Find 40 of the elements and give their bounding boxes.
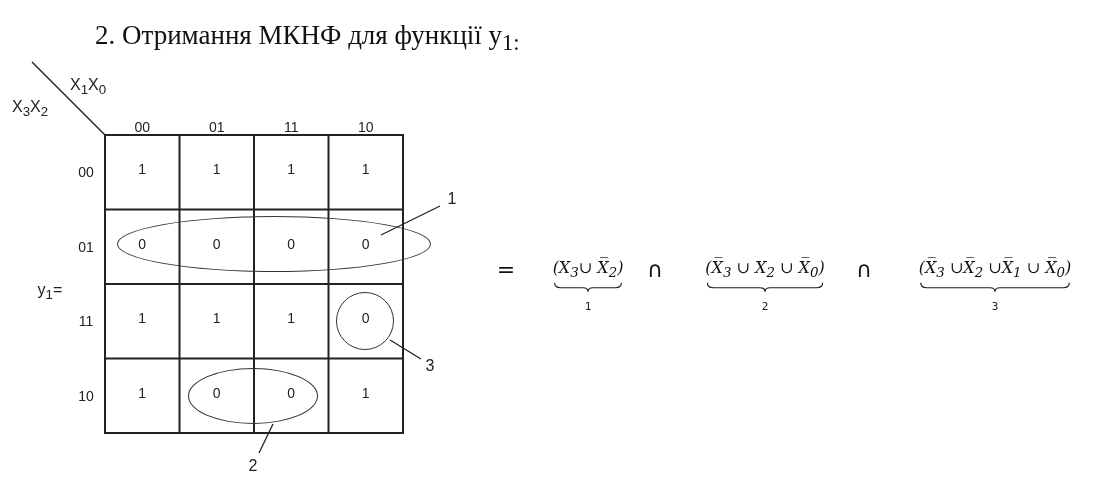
column-header: 11: [284, 120, 299, 134]
leader-line: [389, 339, 422, 360]
row-header: 11: [78, 314, 94, 329]
cell-value: 1: [361, 162, 370, 177]
row-variables: X$_{3}$X$_{2}$: [12, 99, 49, 119]
cell-value: 0: [212, 385, 221, 400]
column-header: 10: [357, 120, 374, 134]
heading: 2. Отримання МКНФ для функції y$_{1:}$: [95, 22, 520, 55]
row-header: 01: [78, 239, 94, 254]
cell-value: 1: [287, 311, 296, 326]
term-number: 1: [584, 300, 592, 312]
operator: =: [496, 259, 516, 281]
term-number: 2: [761, 300, 769, 312]
cell-value: 1: [212, 311, 221, 326]
row-header: 10: [78, 388, 94, 403]
cell-value: 1: [138, 311, 147, 326]
cell-value: 1: [138, 162, 147, 177]
cell-value: 0: [361, 311, 370, 326]
cell-value: 0: [287, 385, 296, 400]
term-number: 3: [991, 300, 999, 312]
callout-number: 2: [248, 458, 258, 474]
column-header: 00: [134, 120, 151, 134]
cell-value: 0: [361, 236, 370, 251]
row-header: 00: [78, 165, 94, 180]
function-name: y$_{1}$=: [37, 282, 63, 302]
cell-value: 0: [138, 236, 147, 251]
cell-value: 1: [212, 162, 221, 177]
column-variables: X$_{1}$X$_{0}$: [70, 77, 107, 97]
cell-value: 1: [138, 385, 147, 400]
column-header: 01: [208, 120, 225, 134]
cell-value: 1: [361, 385, 370, 400]
leader-line: [258, 423, 274, 454]
cell-value: 1: [287, 162, 296, 177]
operator: ∩: [855, 259, 873, 281]
cell-value: 0: [287, 236, 296, 251]
operator: ∩: [646, 259, 664, 281]
cell-value: 0: [212, 236, 221, 251]
callout-number: 3: [425, 358, 435, 374]
callout-number: 1: [447, 191, 457, 207]
leader-line: [380, 205, 441, 236]
